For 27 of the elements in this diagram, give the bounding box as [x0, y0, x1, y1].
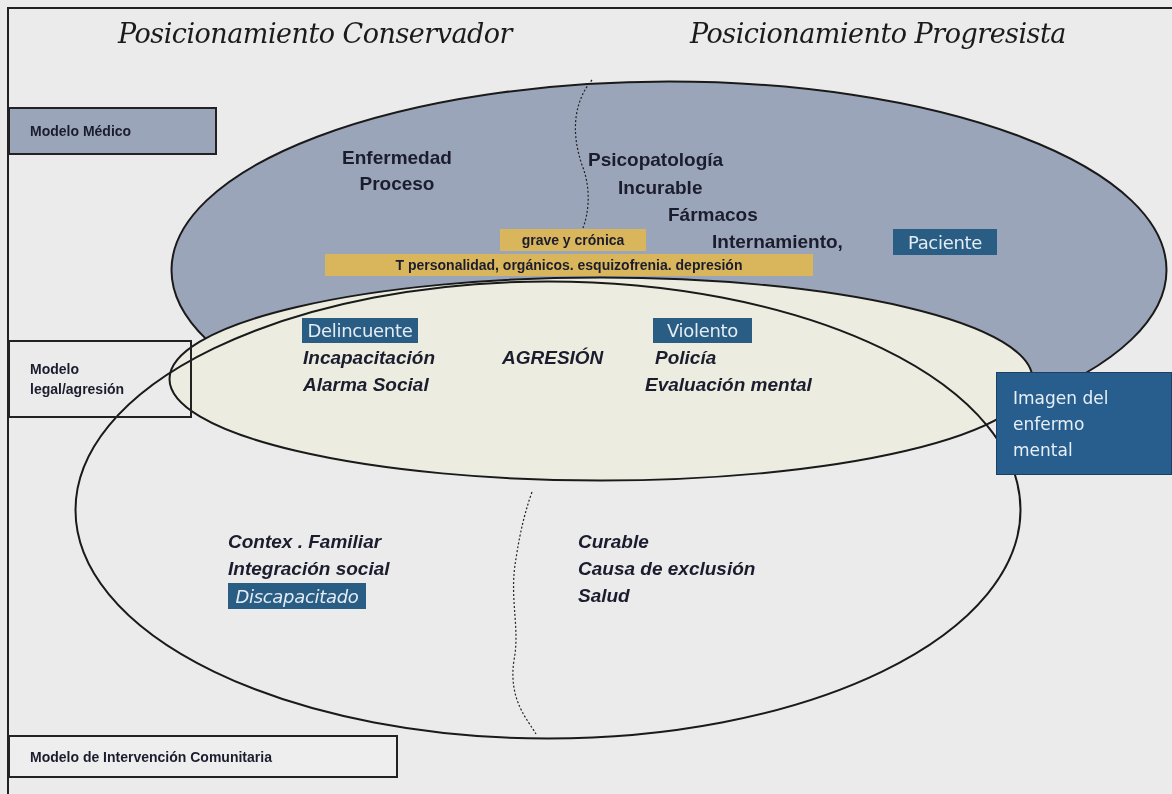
ellipse-text: Contex . Familiar: [228, 530, 382, 554]
model-label-box: Modelo legal/agresión: [8, 340, 192, 418]
highlight-tag: Paciente: [893, 229, 997, 255]
ellipse-text: Enfermedad Proceso: [341, 146, 453, 196]
ellipse-text: Curable: [578, 530, 649, 554]
ellipse-text: Incapacitación: [303, 346, 435, 370]
ellipse-text: Fármacos: [668, 203, 758, 227]
ellipse-text: Salud: [578, 584, 630, 608]
highlight-tag: Discapacitado: [228, 583, 366, 609]
ellipse-text: Evaluación mental: [645, 373, 812, 397]
model-label-box: Modelo de Intervención Comunitaria: [8, 735, 398, 778]
highlight-tag: Delincuente: [302, 318, 418, 343]
column-heading: Posicionamiento Progresista: [690, 17, 1066, 51]
ellipse-text: Incurable: [618, 176, 703, 200]
ellipse-text: Causa de exclusión: [578, 557, 756, 581]
column-heading: Posicionamiento Conservador: [118, 17, 512, 51]
highlight-tag: Violento: [653, 318, 752, 343]
ellipse-text: Alarma Social: [303, 373, 429, 397]
highlight-tag: T personalidad, orgánicos. esquizofrenia. depresión: [325, 254, 813, 276]
ellipse-text: AGRESIÓN: [502, 346, 604, 370]
ellipse-text: Psicopatología: [588, 148, 724, 172]
ellipse-text: Integración social: [228, 557, 390, 581]
ellipse-text: Internamiento,: [712, 230, 843, 254]
model-label-box: Modelo Médico: [8, 107, 217, 155]
ellipse-text: Policía: [655, 346, 717, 370]
highlight-tag: grave y crónica: [500, 229, 646, 251]
image-box: Imagen del enfermo mental: [996, 372, 1172, 475]
